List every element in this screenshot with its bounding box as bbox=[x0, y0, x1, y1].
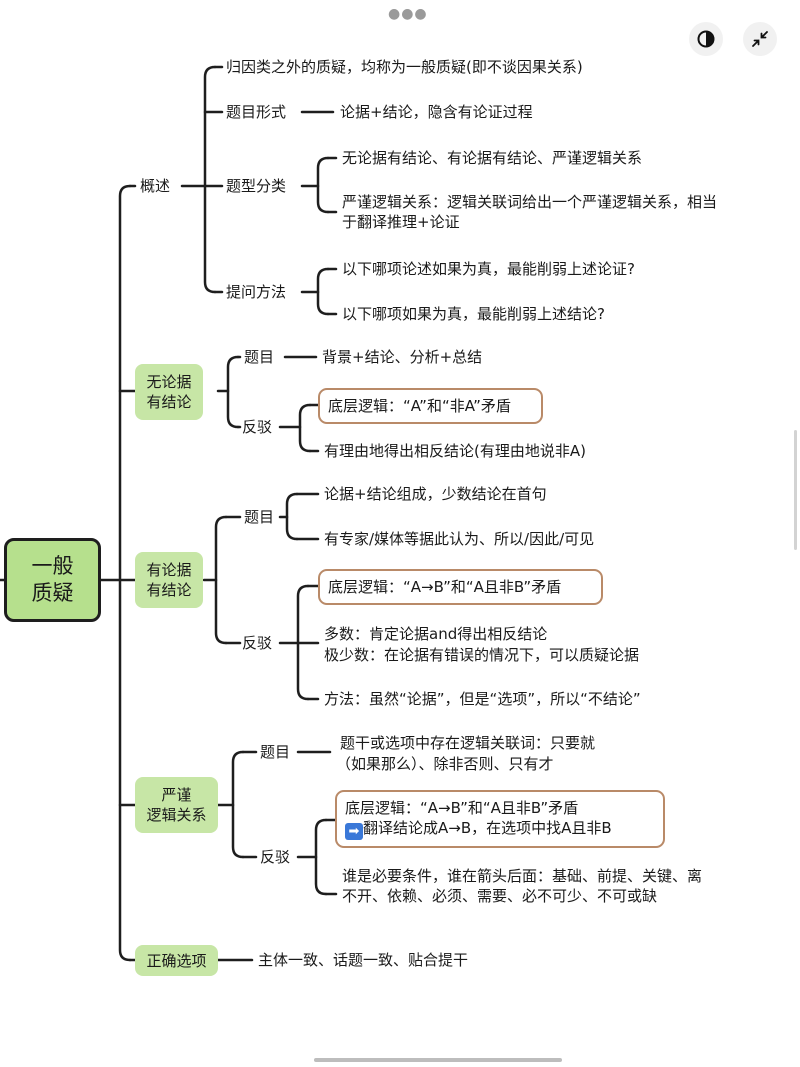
strict-logic-rebut-label: 反驳 bbox=[260, 848, 291, 866]
root-line2: 质疑 bbox=[31, 581, 74, 605]
type-item-2: 严谨逻辑关系：逻辑关联词给出一个严谨逻辑关系，相当于翻译推理+论证 bbox=[342, 193, 718, 231]
overview-label: 概述 bbox=[140, 177, 171, 195]
correct-option-text: 主体一致、话题一致、贴合提干 bbox=[258, 951, 469, 969]
no-evidence-label2: 有结论 bbox=[146, 393, 192, 411]
strict-logic-box-line1: 底层逻辑：“A→B”和“A且非B”矛盾 bbox=[345, 799, 579, 817]
no-evidence-logic-box: 底层逻辑：“A”和“非A”矛盾 bbox=[318, 388, 543, 424]
with-evidence-rebut-label: 反驳 bbox=[242, 634, 273, 652]
with-evidence-method: 方法：虽然“论据”，但是“选项”，所以“不结论” bbox=[324, 690, 641, 708]
strict-logic-box-line2-wrap: ➡翻译结论成A→B，在选项中找A且非B bbox=[345, 818, 655, 840]
root-line1: 一般 bbox=[31, 554, 74, 578]
scrollbar[interactable] bbox=[794, 430, 797, 550]
strict-logic-label1: 严谨 bbox=[161, 786, 192, 804]
strict-logic-label2: 逻辑关系 bbox=[146, 806, 207, 824]
no-evidence-node: 无论据有结论 bbox=[135, 364, 203, 420]
question-item-1: 以下哪项论述如果为真，最能削弱上述论证? bbox=[342, 260, 635, 278]
with-evidence-question-item-2: 有专家/媒体等据此认为、所以/因此/可见 bbox=[324, 530, 595, 548]
with-evidence-rebut-line2: 极少数：在论据有错误的情况下，可以质疑论据 bbox=[324, 646, 640, 664]
overview-item-questions: 提问方法 bbox=[226, 283, 287, 301]
question-item-2: 以下哪项如果为真，最能削弱上述结论? bbox=[342, 305, 605, 323]
strict-logic-box-line2: 翻译结论成A→B，在选项中找A且非B bbox=[363, 819, 612, 837]
type-item-1: 无论据有结论、有论据有结论、严谨逻辑关系 bbox=[342, 149, 643, 167]
no-evidence-label1: 无论据 bbox=[146, 373, 192, 391]
strict-logic-node: 严谨逻辑关系 bbox=[135, 777, 218, 833]
with-evidence-label1: 有论据 bbox=[146, 561, 192, 579]
with-evidence-logic-box: 底层逻辑：“A→B”和“A且非B”矛盾 bbox=[318, 569, 603, 605]
overview-item-form: 题目形式 bbox=[226, 103, 287, 121]
strict-logic-rebut-text: 谁是必要条件，谁在箭头后面：基础、前提、关键、离不开、依赖、必须、需要、必不可少… bbox=[342, 867, 703, 905]
more-dots-icon[interactable]: ●●● bbox=[388, 6, 428, 22]
collapse-arrows-icon[interactable] bbox=[743, 22, 777, 56]
with-evidence-rebut-line1: 多数：肯定论据and得出相反结论 bbox=[324, 625, 548, 643]
strict-logic-question-line2: （如果那么）、除非否则、只有才 bbox=[336, 755, 554, 773]
with-evidence-node: 有论据有结论 bbox=[135, 552, 203, 608]
no-evidence-question-label: 题目 bbox=[244, 348, 275, 366]
form-text: 论据+结论，隐含有论证过程 bbox=[340, 103, 533, 121]
strict-logic-question-label: 题目 bbox=[260, 743, 291, 761]
right-arrow-icon: ➡ bbox=[345, 823, 363, 840]
no-evidence-rebut-label: 反驳 bbox=[242, 418, 273, 436]
with-evidence-question-label: 题目 bbox=[244, 508, 275, 526]
with-evidence-question-item-1: 论据+结论组成，少数结论在首句 bbox=[324, 485, 547, 503]
home-indicator[interactable] bbox=[314, 1058, 562, 1062]
correct-option-node: 正确选项 bbox=[135, 945, 218, 976]
no-evidence-question-text: 背景+结论、分析+总结 bbox=[322, 348, 483, 366]
overview-item-types: 题型分类 bbox=[226, 177, 287, 195]
with-evidence-label2: 有结论 bbox=[146, 581, 192, 599]
strict-logic-question-line1: 题干或选项中存在逻辑关联词：只要就 bbox=[340, 734, 596, 752]
strict-logic-logic-box: 底层逻辑：“A→B”和“A且非B”矛盾 ➡翻译结论成A→B，在选项中找A且非B bbox=[335, 790, 665, 848]
contrast-icon[interactable] bbox=[689, 22, 723, 56]
overview-item-definition: 归因类之外的质疑，均称为一般质疑(即不谈因果关系) bbox=[226, 58, 583, 76]
no-evidence-rebut-text: 有理由地得出相反结论(有理由地说非A) bbox=[324, 442, 586, 460]
root-node: 一般质疑 bbox=[4, 538, 101, 622]
